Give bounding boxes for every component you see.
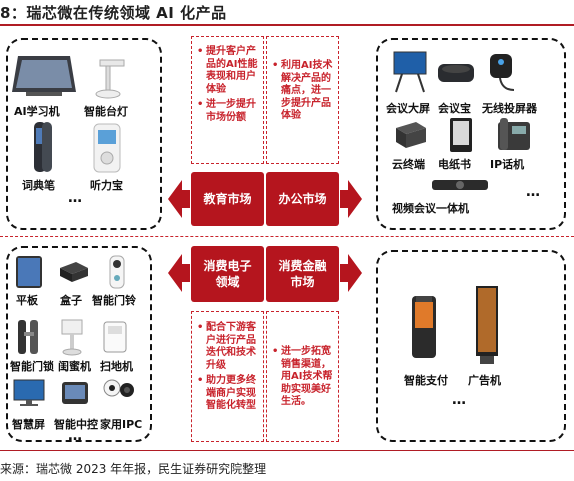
product-label: 会议大屏 bbox=[386, 102, 430, 115]
product-label: 智能门铃 bbox=[92, 294, 136, 307]
product-label: 智能门锁 bbox=[10, 360, 54, 373]
smart-control-panel-icon bbox=[62, 382, 88, 404]
product-label: 词典笔 bbox=[22, 179, 55, 192]
finance-bullets: 进一步拓宽销售渠道，用AI技术帮助实现美好生活。 bbox=[272, 346, 336, 412]
edu-products-box bbox=[6, 38, 162, 230]
product-label: IP话机 bbox=[490, 158, 525, 171]
ip-phone-icon bbox=[498, 118, 530, 150]
right-arrow-icon bbox=[340, 180, 362, 218]
edu-bullets: 提升客户产品的AI性能表现和用户体验 进一步提升市场份额 bbox=[197, 46, 261, 127]
cloud-terminal-icon bbox=[396, 122, 426, 148]
desk-lamp-icon bbox=[95, 59, 125, 99]
product-label: 云终端 bbox=[392, 158, 425, 171]
video-conference-bar-icon bbox=[432, 180, 488, 190]
consumer-market-label: 消费电子 领域 bbox=[203, 259, 252, 289]
more-products-ellipsis: … bbox=[68, 428, 82, 444]
smart-lock-icon bbox=[18, 320, 38, 354]
home-camera-icon bbox=[103, 379, 134, 397]
footer-line bbox=[0, 450, 574, 451]
product-label: 扫地机 bbox=[100, 360, 133, 373]
companion-screen-icon bbox=[61, 319, 83, 356]
product-label: 广告机 bbox=[468, 374, 501, 387]
consumer-bullets-box bbox=[191, 311, 264, 442]
conference-speaker-icon bbox=[438, 64, 474, 82]
product-label: 会议宝 bbox=[438, 102, 471, 115]
product-label: 盒子 bbox=[60, 294, 82, 307]
left-arrow-icon bbox=[168, 254, 190, 292]
finance-market-label: 消费金融 市场 bbox=[278, 259, 327, 289]
source-note: 来源：瑞芯微 2023 年年报，民生证券研究院整理 bbox=[0, 462, 267, 476]
product-label: 智能支付 bbox=[404, 374, 448, 387]
ereader-icon bbox=[450, 118, 472, 152]
more-products-ellipsis: … bbox=[452, 392, 466, 408]
finance-bullets-box bbox=[266, 311, 339, 442]
robot-vacuum-icon bbox=[103, 321, 127, 353]
bullet-item: 配合下游客户进行产品迭代和技术升级 bbox=[197, 322, 261, 372]
left-arrow-icon bbox=[168, 180, 190, 218]
product-label: 家用IPC bbox=[100, 418, 143, 431]
bullet-item: 进一步提升市场份额 bbox=[197, 99, 261, 124]
finance-products-box bbox=[376, 250, 566, 442]
dictionary-pen-icon bbox=[34, 122, 52, 172]
bullet-item: 助力更多终端商户实现智能化转型 bbox=[197, 375, 261, 413]
payment-terminal-icon bbox=[412, 296, 436, 358]
product-label: 平板 bbox=[16, 294, 38, 307]
right-arrow-icon bbox=[340, 254, 362, 292]
office-bullets-box bbox=[266, 36, 339, 164]
meeting-screen-icon bbox=[393, 51, 427, 93]
product-label: 无线投屏器 bbox=[482, 102, 537, 115]
ad-kiosk-icon bbox=[476, 286, 498, 364]
more-products-ellipsis: … bbox=[68, 190, 82, 206]
more-products-ellipsis: … bbox=[526, 184, 540, 200]
product-label: AI学习机 bbox=[14, 105, 60, 118]
consumer-market-block: 消费电子 领域 bbox=[191, 246, 264, 302]
consumer-products-box bbox=[6, 246, 152, 442]
office-products-box bbox=[376, 38, 566, 230]
finance-market-block: 消费金融 市场 bbox=[266, 246, 339, 302]
product-label: 视频会议一体机 bbox=[392, 202, 469, 215]
middle-divider bbox=[0, 236, 574, 237]
audio-player-icon bbox=[93, 123, 121, 173]
tablet-icon bbox=[16, 256, 42, 288]
smart-doorbell-icon bbox=[109, 255, 125, 289]
set-top-box-icon bbox=[60, 262, 88, 282]
product-label: 智慧屏 bbox=[12, 418, 45, 431]
learning-tablet-icon bbox=[12, 56, 76, 96]
smart-screen-icon bbox=[13, 379, 45, 406]
title-underline bbox=[0, 24, 574, 26]
figure-title: 8：瑞芯微在传统领域 AI 化产品 bbox=[0, 4, 227, 22]
bullet-item: 利用AI技术解决产品的痛点，进一步提升产品体验 bbox=[272, 60, 336, 123]
office-market-block: 办公市场 bbox=[266, 172, 339, 226]
product-label: 智能中控 bbox=[54, 418, 98, 431]
product-label: 电纸书 bbox=[438, 158, 471, 171]
edu-market-block: 教育市场 bbox=[191, 172, 264, 226]
consumer-bullets: 配合下游客户进行产品迭代和技术升级 助力更多终端商户实现智能化转型 bbox=[197, 322, 261, 416]
edu-bullets-box bbox=[191, 36, 264, 164]
wireless-dongle-icon bbox=[490, 54, 515, 91]
product-label: 闺蜜机 bbox=[58, 360, 91, 373]
bullet-item: 进一步拓宽销售渠道，用AI技术帮助实现美好生活。 bbox=[272, 346, 336, 409]
office-bullets: 利用AI技术解决产品的痛点，进一步提升产品体验 bbox=[272, 60, 336, 126]
product-label: 智能台灯 bbox=[84, 105, 128, 118]
bullet-item: 提升客户产品的AI性能表现和用户体验 bbox=[197, 46, 261, 96]
product-label: 听力宝 bbox=[90, 179, 123, 192]
